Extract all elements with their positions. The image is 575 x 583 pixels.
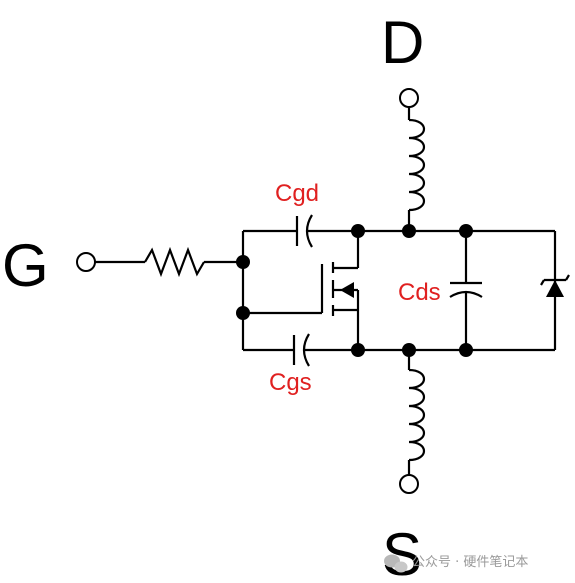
cds-label: Cds	[398, 279, 441, 306]
body-diode	[540, 274, 570, 297]
gate-label: G	[2, 232, 49, 299]
junction-dot	[236, 255, 250, 269]
mosfet-symbol	[243, 231, 360, 350]
junction-dot	[236, 306, 250, 320]
watermark-text: 公众号 · 硬件笔记本	[412, 554, 528, 570]
cds-capacitor	[449, 231, 483, 350]
junction-dot	[402, 343, 416, 357]
junction-dot	[351, 343, 365, 357]
junction-dot	[402, 224, 416, 238]
junction-dot	[351, 224, 365, 238]
watermark: 公众号 · 硬件笔记本	[384, 554, 528, 573]
diode-bar	[540, 274, 570, 286]
wechat-icon	[384, 554, 408, 573]
gate-terminal	[76, 252, 96, 272]
junction-dot	[459, 224, 473, 238]
junction-dot	[459, 343, 473, 357]
drain-label: D	[381, 9, 424, 76]
source-label: S	[382, 521, 422, 583]
source-inductor	[408, 368, 426, 462]
source-terminal	[399, 474, 419, 494]
gate-resistor	[144, 246, 205, 278]
drain-terminal	[399, 88, 419, 108]
cgs-label: Cgs	[269, 369, 312, 396]
cgd-label: Cgd	[275, 180, 319, 207]
drain-inductor	[408, 118, 426, 212]
diode-triangle	[546, 280, 564, 297]
mosfet-arrow	[340, 282, 354, 298]
